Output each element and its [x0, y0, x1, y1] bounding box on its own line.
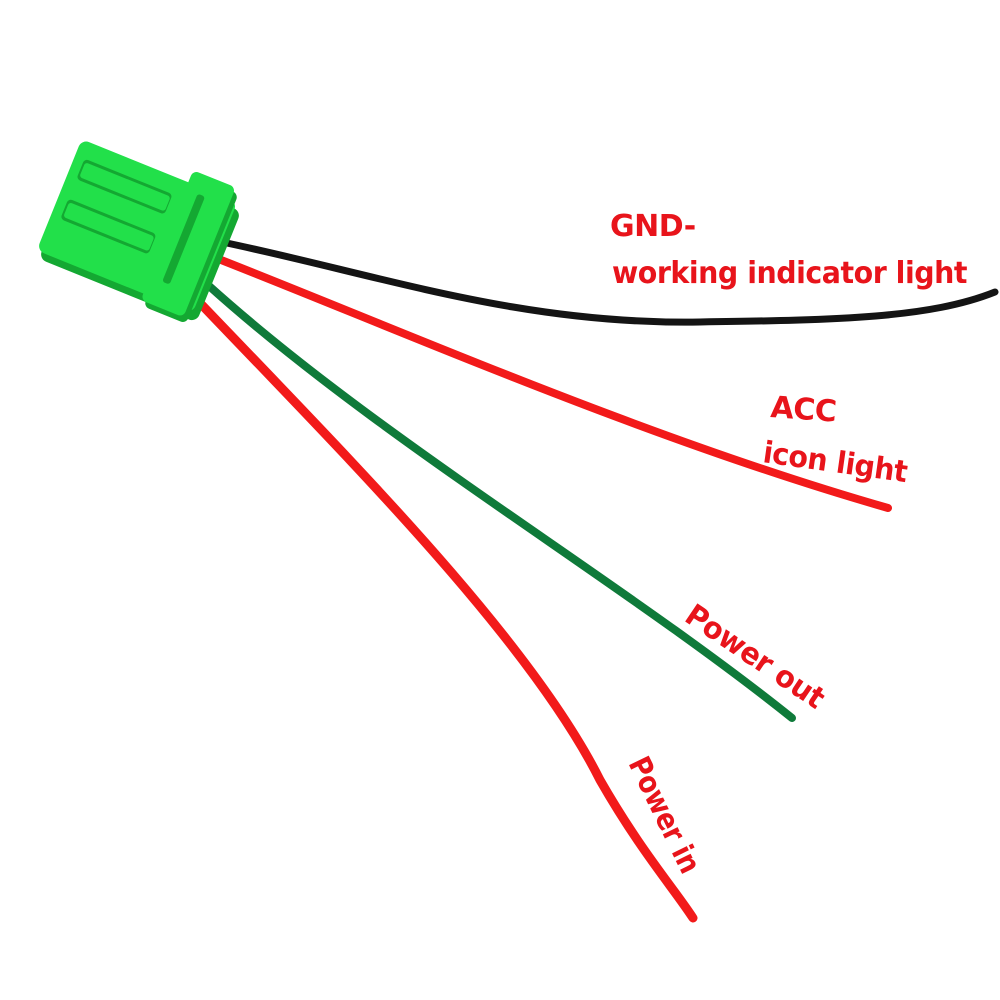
wire-black-gnd	[218, 238, 999, 326]
label-power-in: Power in	[621, 751, 707, 879]
label-power-out: Power out	[679, 598, 831, 717]
wire-red-power-in	[195, 298, 698, 923]
green-connector	[39, 141, 239, 322]
label-acc-line2: icon light	[761, 435, 910, 490]
wire-red-acc	[212, 254, 892, 512]
wire-green-power-out	[204, 281, 796, 722]
label-acc-line1: ACC	[769, 390, 837, 430]
label-gnd-line2: working indicator light	[612, 256, 967, 291]
label-gnd-line1: GND-	[610, 209, 696, 244]
